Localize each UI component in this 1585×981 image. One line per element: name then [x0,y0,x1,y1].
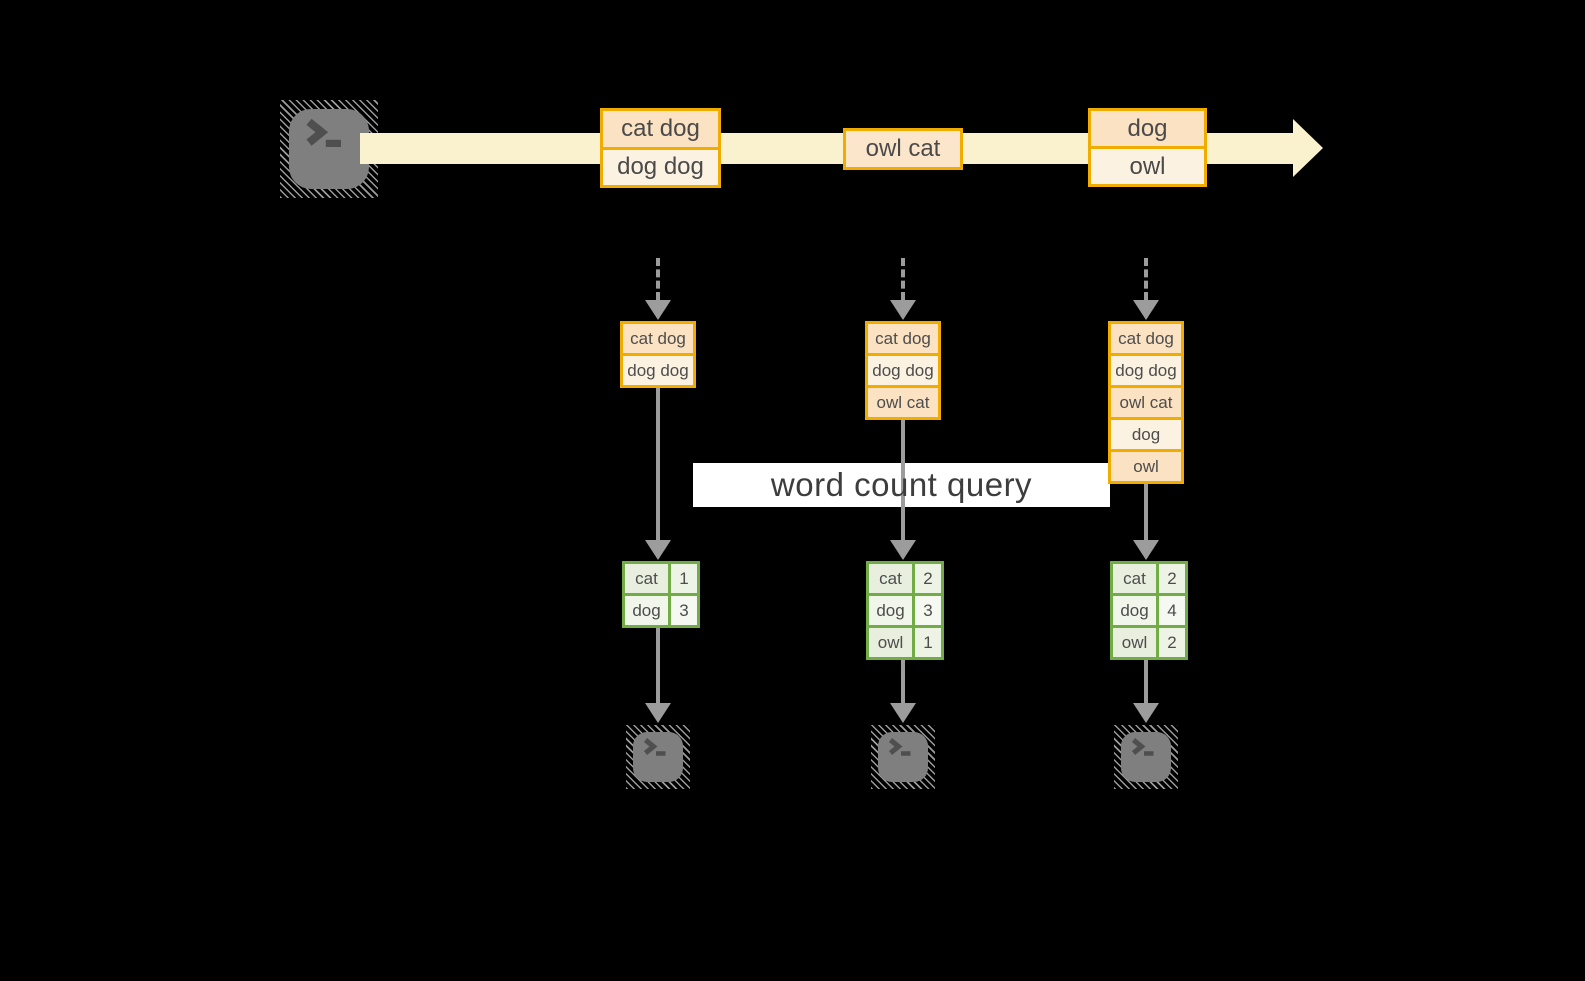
count-cell: 4 [1159,596,1185,625]
word-cell: dog [1113,596,1159,625]
word-cell: owl [1113,628,1159,657]
arrowhead-icon [1133,300,1159,320]
buffered-records-stack: cat dog dog dog owl cat [865,321,941,420]
connector-line [901,660,905,703]
message-line: owl cat [846,131,960,167]
table-row: dog 3 [625,593,697,625]
terminal-prompt-icon [643,738,666,756]
arrowhead-icon [645,300,671,320]
count-cell: 3 [915,596,941,625]
terminal-prompt-icon [1131,738,1154,756]
connector-line [656,388,660,540]
terminal-prompt-icon [306,118,341,147]
table-row: dog 4 [1113,593,1185,625]
word-count-table: cat 1 dog 3 [622,561,700,628]
buffer-record: dog [1111,417,1181,449]
word-count-table: cat 2 dog 4 owl 2 [1110,561,1188,660]
word-cell: cat [625,564,671,593]
word-cell: cat [869,564,915,593]
arrowhead-icon [645,703,671,723]
word-cell: owl [869,628,915,657]
ingest-arrow-dashed [656,258,660,300]
count-cell: 3 [671,596,697,625]
arrowhead-icon [645,540,671,560]
arrowhead-icon [1133,540,1159,560]
stream-message-box: owl cat [843,128,963,170]
message-line: dog dog [603,146,718,185]
terminal-body [878,732,928,782]
message-line: dog [1091,111,1204,146]
arrowhead-icon [890,540,916,560]
ingest-arrow-dashed [901,258,905,300]
buffered-records-stack: cat dog dog dog owl cat dog owl [1108,321,1184,484]
count-cell: 2 [1159,564,1185,593]
ingest-arrow-dashed [1144,258,1148,300]
word-cell: cat [1113,564,1159,593]
arrowhead-icon [1133,703,1159,723]
table-row: cat 2 [1113,564,1185,593]
table-row: dog 3 [869,593,941,625]
query-banner-label: word count query [770,466,1033,503]
table-row: owl 1 [869,625,941,657]
buffer-record: owl cat [1111,385,1181,417]
count-cell: 2 [1159,628,1185,657]
connector-line [1144,660,1148,703]
count-cell: 1 [671,564,697,593]
connector-line [901,420,905,540]
table-row: cat 1 [625,564,697,593]
terminal-body [289,109,369,189]
terminal-body [633,732,683,782]
stream-message-box: dog owl [1088,108,1207,187]
terminal-prompt-icon [888,738,911,756]
connector-line [656,628,660,703]
buffer-record: cat dog [1111,324,1181,353]
table-row: cat 2 [869,564,941,593]
sink-terminal-icon [626,725,690,789]
word-cell: dog [869,596,915,625]
word-cell: dog [625,596,671,625]
table-row: owl 2 [1113,625,1185,657]
buffer-record: owl cat [868,385,938,417]
stream-message-box: cat dog dog dog [600,108,721,188]
word-count-table: cat 2 dog 3 owl 1 [866,561,944,660]
buffer-record: dog dog [868,353,938,385]
sink-terminal-icon [1114,725,1178,789]
buffer-record: cat dog [623,324,693,353]
connector-line [1144,484,1148,540]
sink-terminal-icon [871,725,935,789]
arrowhead-icon [890,300,916,320]
buffered-records-stack: cat dog dog dog [620,321,696,388]
message-line: cat dog [603,111,718,147]
count-cell: 2 [915,564,941,593]
buffer-record: owl [1111,449,1181,481]
buffer-record: dog dog [1111,353,1181,385]
arrowhead-icon [890,703,916,723]
terminal-body [1121,732,1171,782]
stream-arrowhead-icon [1293,119,1323,177]
message-line: owl [1091,146,1204,184]
buffer-record: dog dog [623,353,693,385]
buffer-record: cat dog [868,324,938,353]
count-cell: 1 [915,628,941,657]
